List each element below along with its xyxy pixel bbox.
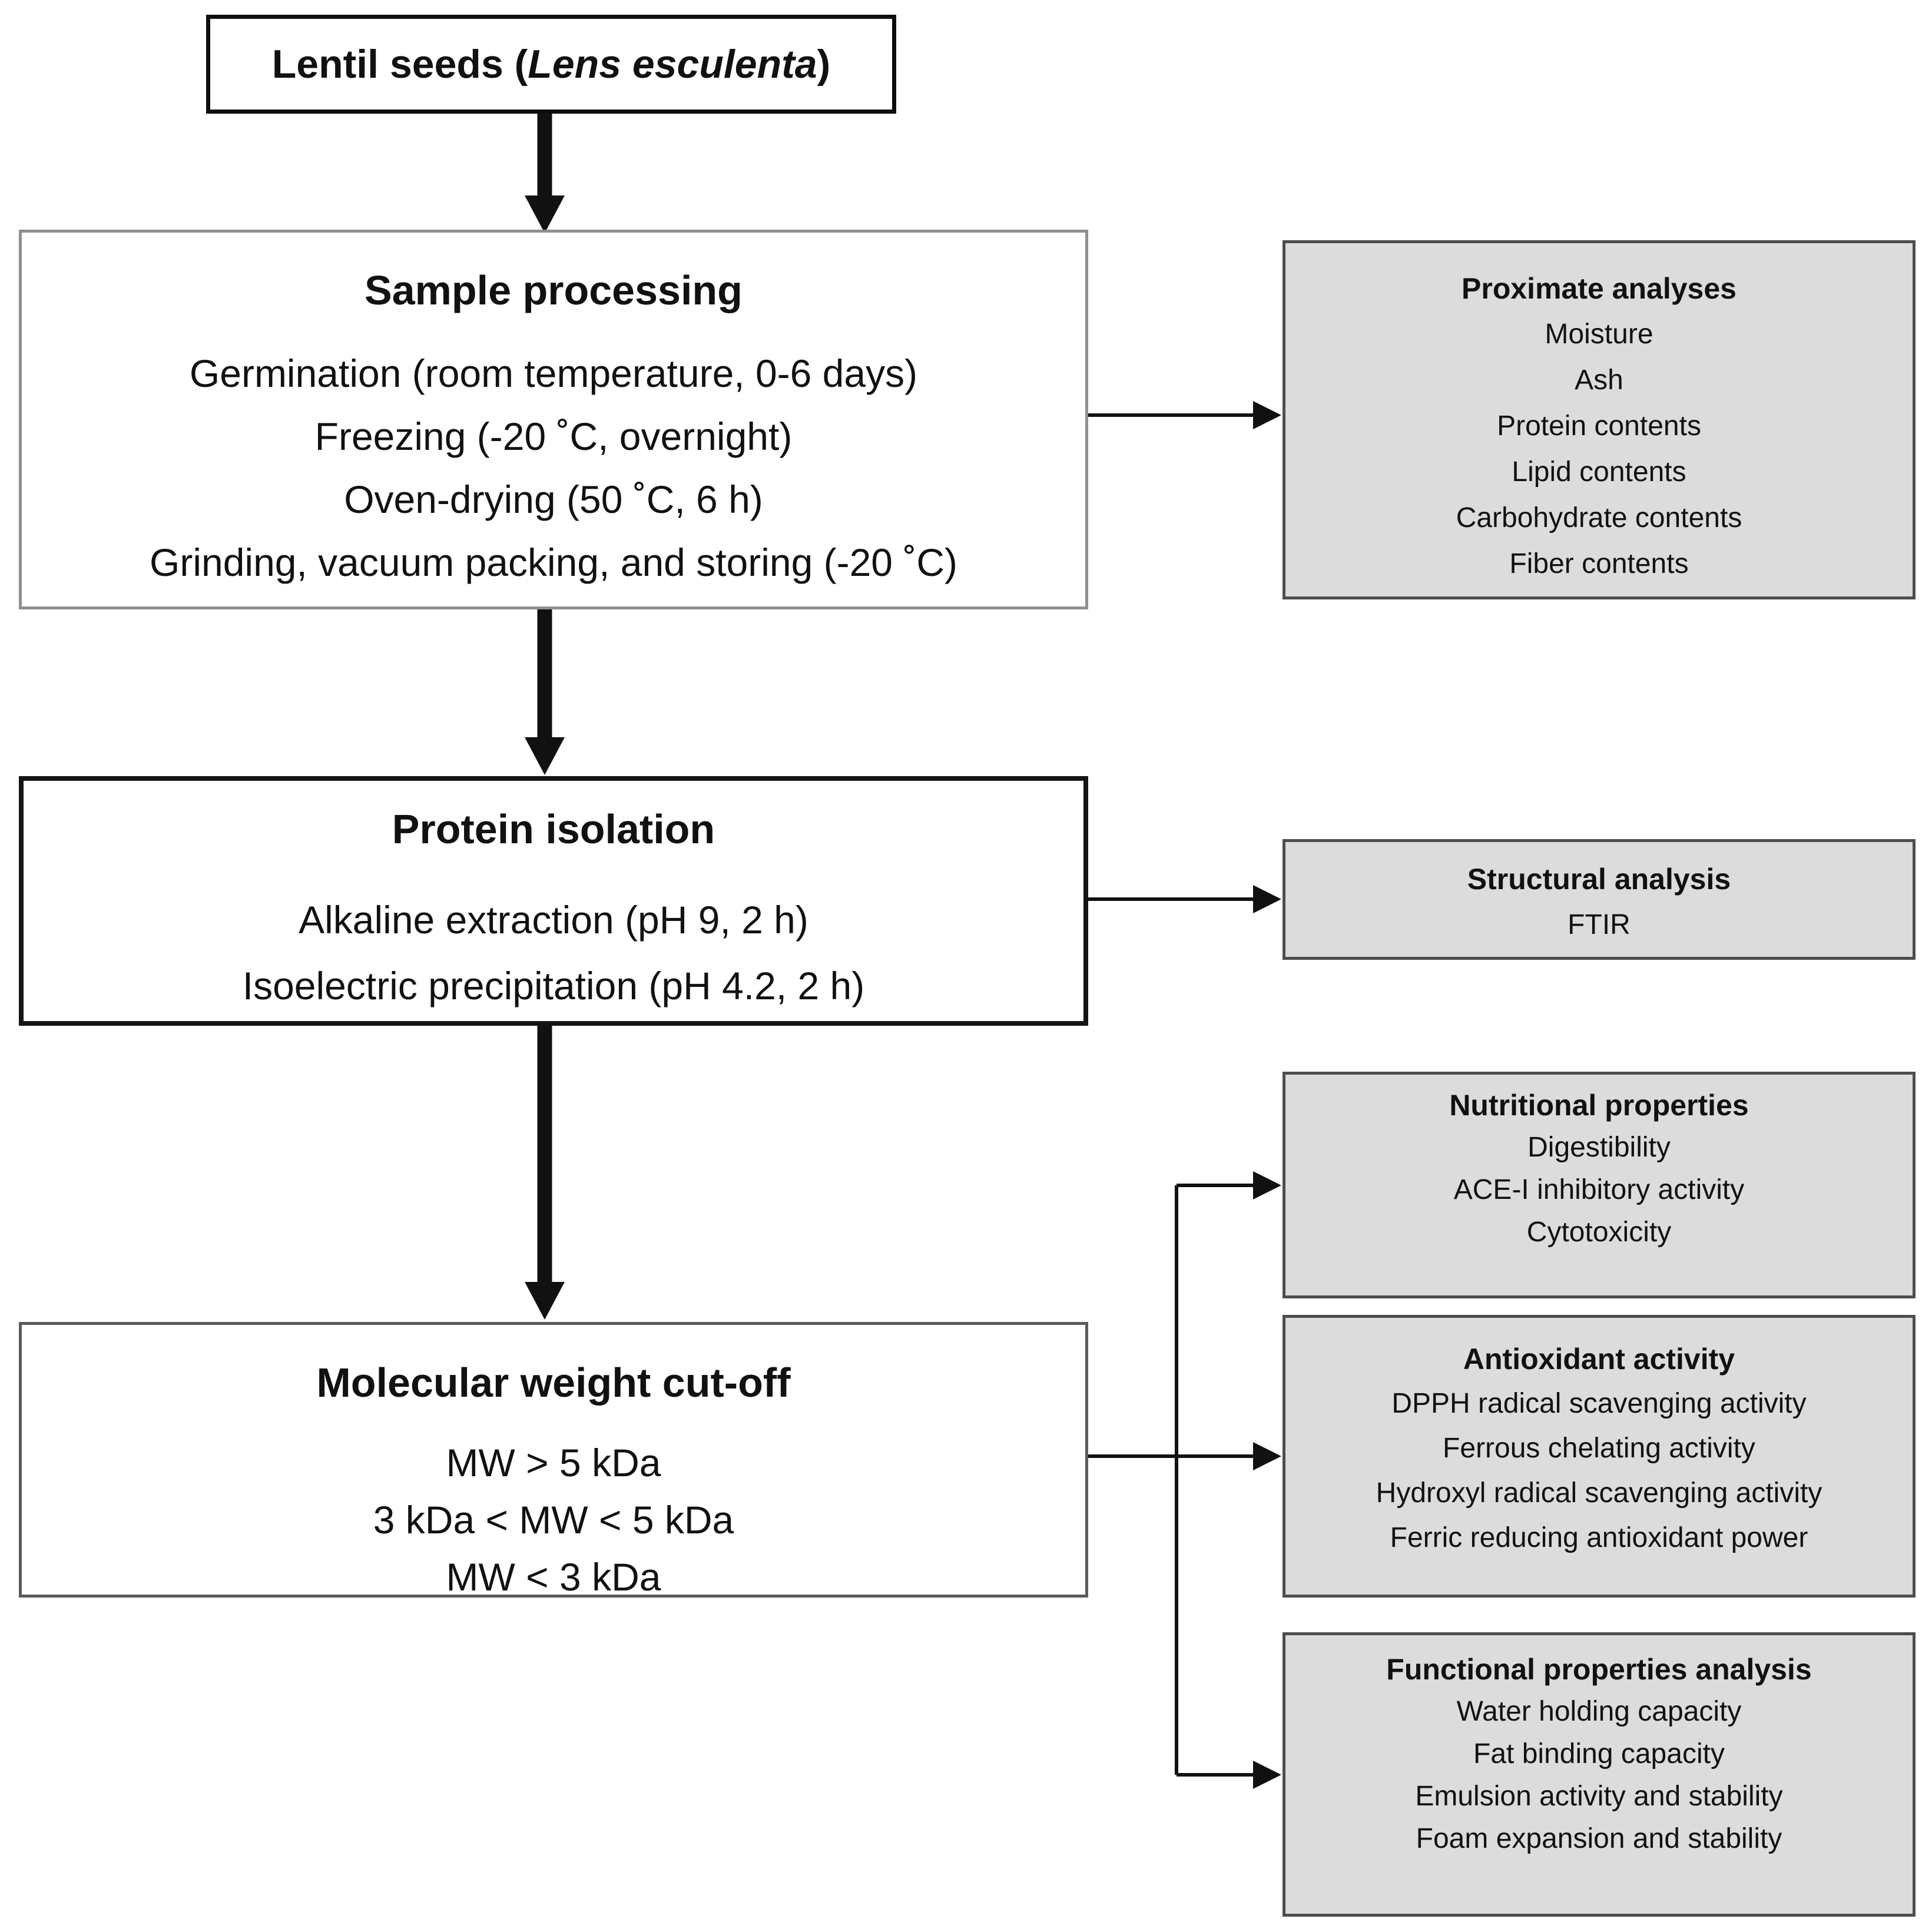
node-sample-processing: Sample processing Germination (room temp… [19, 230, 1088, 609]
nutritional-properties-item: ACE-I inhibitory activity [1453, 1174, 1745, 1205]
node-proximate-analyses: Proximate analyses Moisture Ash Protein … [1283, 240, 1916, 599]
protein-isolation-title: Protein isolation [392, 806, 715, 852]
functional-properties-item: Foam expansion and stability [1416, 1823, 1782, 1854]
sample-processing-step: Oven-drying (50 ˚C, 6 h) [344, 478, 763, 521]
arrow-protein-to-structural [1088, 885, 1281, 913]
mw-cutoff-step: 3 kDa < MW < 5 kDa [373, 1498, 734, 1542]
mw-cutoff-step: MW < 3 kDa [446, 1555, 661, 1599]
sample-processing-step: Freezing (-20 ˚C, overnight) [314, 415, 793, 458]
nutritional-properties-title: Nutritional properties [1449, 1089, 1749, 1122]
node-antioxidant-activity: Antioxidant activity DPPH radical scaven… [1283, 1315, 1916, 1598]
lentil-seeds-label: Lentil seeds (Lens esculenta) [271, 42, 831, 87]
functional-properties-item: Fat binding capacity [1473, 1738, 1725, 1769]
arrow-seeds-to-sample [525, 114, 565, 233]
arrow-sample-to-protein [525, 609, 565, 775]
protein-isolation-step: Alkaline extraction (pH 9, 2 h) [299, 898, 808, 942]
node-nutritional-properties: Nutritional properties Digestibility ACE… [1283, 1072, 1916, 1298]
proximate-analyses-item: Ash [1575, 364, 1623, 396]
mw-cutoff-title: Molecular weight cut-off [316, 1360, 791, 1406]
nutritional-properties-item: Cytotoxicity [1526, 1217, 1672, 1248]
sample-processing-step: Germination (room temperature, 0-6 days) [189, 352, 918, 395]
antioxidant-activity-item: DPPH radical scavenging activity [1391, 1388, 1807, 1419]
proximate-analyses-item: Carbohydrate contents [1456, 502, 1742, 533]
sample-processing-title: Sample processing [364, 267, 743, 313]
proximate-analyses-item: Lipid contents [1512, 456, 1686, 488]
node-molecular-weight-cutoff: Molecular weight cut-off MW > 5 kDa 3 kD… [19, 1322, 1088, 1599]
species-name: Lens esculenta [528, 42, 817, 87]
proximate-analyses-item: Protein contents [1497, 410, 1701, 442]
node-lentil-seeds: Lentil seeds (Lens esculenta) [206, 15, 896, 114]
antioxidant-activity-item: Hydroxyl radical scavenging activity [1376, 1477, 1822, 1509]
antioxidant-activity-item: Ferric reducing antioxidant power [1390, 1522, 1808, 1553]
functional-properties-title: Functional properties analysis [1386, 1653, 1812, 1686]
antioxidant-activity-title: Antioxidant activity [1463, 1343, 1735, 1376]
functional-properties-item: Water holding capacity [1456, 1696, 1742, 1727]
arrow-branch-mw [1088, 1171, 1281, 1789]
antioxidant-activity-item: Ferrous chelating activity [1443, 1433, 1755, 1464]
protein-isolation-step: Isoelectric precipitation (pH 4.2, 2 h) [242, 964, 865, 1008]
structural-analysis-item: FTIR [1568, 909, 1631, 940]
structural-analysis-title: Structural analysis [1467, 863, 1731, 896]
node-functional-properties: Functional properties analysis Water hol… [1283, 1632, 1916, 1917]
arrow-protein-to-mw [525, 1026, 565, 1320]
node-protein-isolation: Protein isolation Alkaline extraction (p… [19, 776, 1088, 1026]
arrow-sample-to-proximate [1088, 401, 1281, 429]
proximate-analyses-item: Moisture [1545, 319, 1653, 350]
mw-cutoff-step: MW > 5 kDa [446, 1441, 661, 1484]
proximate-analyses-title: Proximate analyses [1462, 272, 1737, 305]
nutritional-properties-item: Digestibility [1527, 1132, 1671, 1163]
node-structural-analysis: Structural analysis FTIR [1283, 839, 1916, 960]
sample-processing-step: Grinding, vacuum packing, and storing (-… [150, 541, 957, 584]
proximate-analyses-item: Fiber contents [1509, 548, 1689, 579]
functional-properties-item: Emulsion activity and stability [1415, 1781, 1783, 1812]
